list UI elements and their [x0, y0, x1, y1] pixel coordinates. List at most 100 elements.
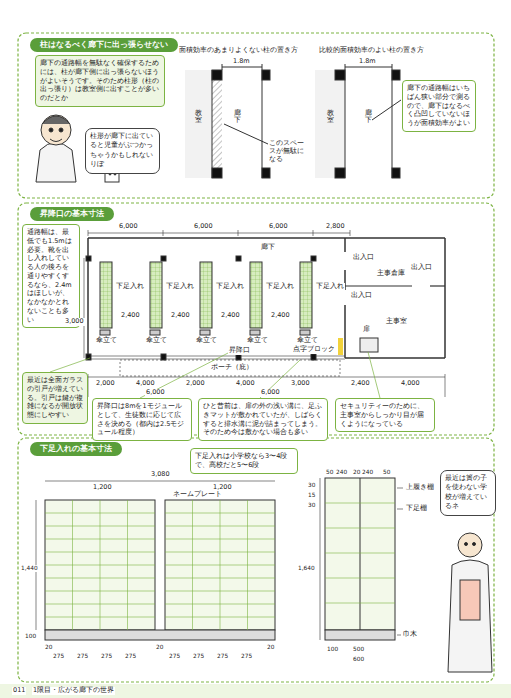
label: 6,000: [260, 389, 281, 397]
label: このスペースが無駄になる: [268, 140, 310, 163]
label: 1,640: [297, 565, 316, 572]
label: 出入口: [352, 254, 375, 262]
label: 6,000: [193, 223, 214, 231]
column-plan-bad: [262, 70, 270, 80]
shoe-rack-front: [165, 513, 275, 514]
person-figure: [465, 543, 468, 546]
label: 275: [240, 653, 253, 660]
entrance-plan: [250, 262, 262, 328]
label: 50: [325, 469, 334, 476]
label: 50: [382, 469, 391, 476]
person-figure: [458, 533, 482, 557]
shoe-rack-front: [45, 481, 275, 482]
node-text: 昇降口の基本寸法: [40, 209, 104, 219]
node-text: 廊下の通路幅はいちばん狭い部分で測るので、廊下はなるべく凸凹していないほうが面積…: [407, 84, 471, 128]
label: 2,400: [270, 312, 291, 320]
shoe-rack-front: [45, 513, 155, 514]
column-plan-good: [392, 64, 393, 70]
note-box: 下足入れは小学校なら3〜4段で、高校だと5〜6段: [190, 448, 298, 474]
column-plan-good: [372, 100, 401, 120]
label: 扉: [362, 326, 371, 334]
note-box: 通路幅は、最低でも1.5mは必要。靴を出し入れしている人の後ろを通りやすくするな…: [22, 224, 80, 328]
entrance-plan: [88, 237, 445, 239]
label: 500: [352, 646, 365, 653]
person-figure: [473, 543, 476, 546]
node-text: 柱形が廊下に出ていると児童がぶつかっちゃうかもしれないりぽ: [90, 132, 155, 170]
shoe-rack-front: [165, 617, 275, 618]
column-plan-bad: [224, 124, 268, 144]
shoe-rack-side: [360, 478, 361, 630]
shoe-rack-front: [45, 500, 275, 630]
label: 3,000: [64, 318, 85, 326]
column-plan-good: [345, 70, 346, 178]
shoe-rack-front: [36, 481, 275, 640]
shoe-rack-front: [45, 539, 155, 540]
label: 下足入れ: [115, 283, 145, 291]
entrance-plan: [313, 230, 314, 236]
section-frames: [18, 33, 494, 198]
column-plan-good: [392, 168, 400, 178]
shoe-rack-side: [397, 488, 403, 489]
label: 3,080: [150, 471, 171, 479]
column-plan-bad: [222, 64, 223, 70]
section-header: 柱はなるべく廊下に出っ張らせない: [30, 38, 178, 52]
label: 15: [307, 492, 316, 499]
entrance-plan: [150, 262, 162, 328]
label: 下足入れ: [215, 283, 245, 291]
label: 240: [361, 469, 374, 476]
entrance-plan: [84, 258, 85, 358]
label: 下足入れ: [265, 283, 295, 291]
label: 2,400: [220, 312, 241, 320]
shoe-rack-front: [45, 565, 155, 566]
shoe-rack-side: [325, 503, 395, 504]
person-figure: [448, 560, 492, 672]
entrance-plan: [88, 230, 89, 236]
entrance-plan: [344, 238, 346, 252]
column-plan-good: [315, 70, 345, 178]
entrance-plan: [345, 357, 445, 359]
label: 廊下: [233, 110, 242, 124]
label: 2,400: [170, 312, 191, 320]
shoe-rack-front: [165, 604, 275, 605]
column-plan-bad: [185, 70, 212, 178]
speech-bubble: 柱形が廊下に出ていると児童がぶつかっちゃうかもしれないりぽ: [85, 128, 160, 174]
shoe-rack-front: [165, 539, 275, 540]
entrance-plan: [120, 360, 340, 376]
section-header: 昇降口の基本寸法: [30, 207, 114, 221]
entrance-plan: [88, 356, 345, 357]
label: 面積効率のあまりよくない柱の置き方: [178, 47, 299, 55]
label: 主事室: [385, 318, 408, 326]
column-plan-bad: [262, 168, 270, 178]
entrance-plan: [163, 230, 164, 236]
old-man: [41, 115, 71, 145]
label: 傘立て: [246, 337, 269, 345]
label: 廊下: [260, 244, 276, 252]
entrance-plan: [311, 256, 316, 261]
column-plan-good: [392, 70, 400, 80]
label: 下足棚: [405, 505, 428, 513]
node-text: 廊下の通路幅を無駄なく確保するためには、柱が廊下側に出っ張らないほうがよいそうで…: [40, 59, 160, 103]
entrance-plan: [360, 338, 378, 352]
label: 比較的面積効率のよい柱の置き方: [318, 47, 425, 55]
shoe-rack-side: [325, 578, 395, 579]
entrance-plan: [350, 230, 351, 236]
entrance-plan: [161, 354, 166, 360]
entrance-plan: [444, 238, 446, 358]
entrance-plan: [445, 374, 446, 397]
section-frames: [18, 438, 494, 682]
label: 主事倉庫: [376, 270, 406, 278]
entrance-plan: [88, 233, 350, 234]
column-plan-bad: [222, 67, 262, 68]
column-plan-bad: [212, 70, 222, 80]
entrance-plan: [345, 285, 412, 286]
label: 275: [124, 653, 137, 660]
note-box: 廊下の通路幅を無駄なく確保するためには、柱が廊下側に出っ張らないほうがよいそうで…: [35, 55, 165, 107]
label: 点字ブロック: [292, 346, 336, 354]
entrance-plan: [250, 330, 260, 335]
old-man: [42, 116, 70, 124]
node-text: 最近は簀の子を使わない学校が増えているネ: [445, 474, 491, 512]
note-box: 最近は全面ガラスの引戸が増えている。引戸は鍵が複雑になるが開放状態にしやすい: [22, 372, 88, 424]
speech-bubble: 最近は簀の子を使わない学校が増えているネ: [440, 470, 496, 516]
label: 1.8m: [358, 58, 377, 66]
label: 20: [44, 644, 53, 651]
